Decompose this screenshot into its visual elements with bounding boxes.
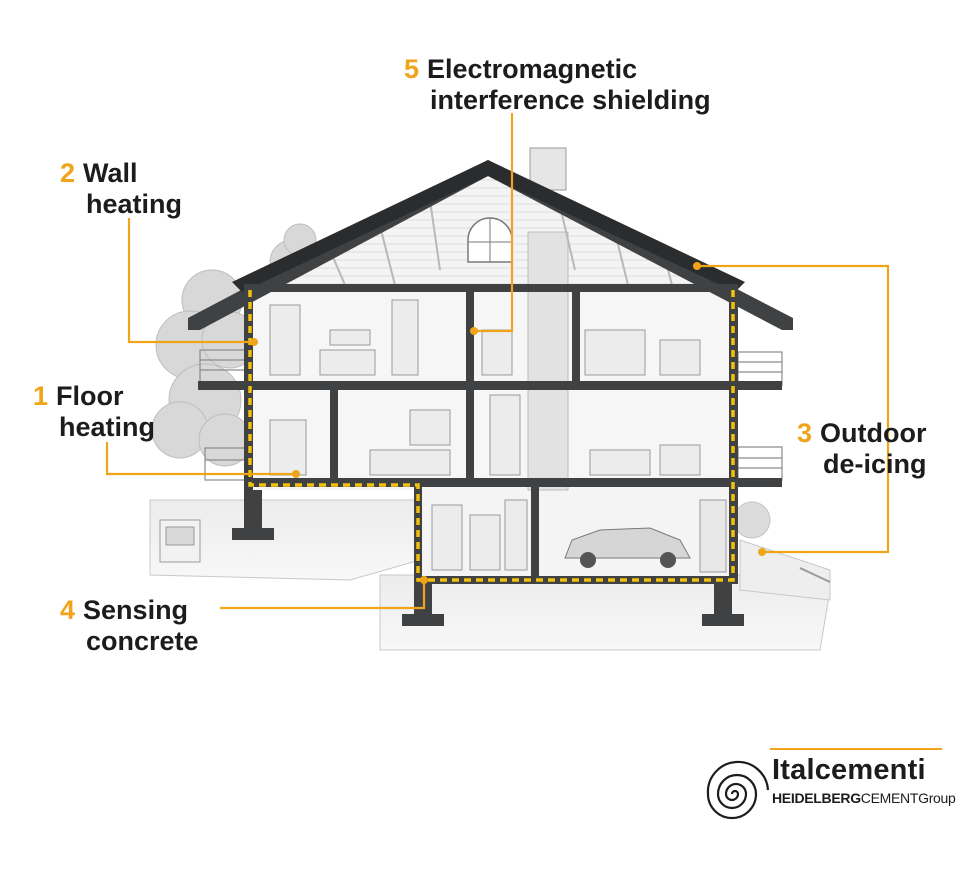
brand-group-bold: HEIDELBERG	[772, 790, 861, 806]
callout-label-line2: interference shielding	[430, 85, 711, 115]
brand-group-line: HEIDELBERGCEMENTGroup	[772, 790, 956, 806]
callout-label-line2: concrete	[86, 626, 199, 656]
furniture-sketches	[269, 299, 727, 573]
callout-number: 3	[797, 418, 813, 448]
heating-loop-dashed	[248, 290, 735, 582]
leader-lines	[105, 113, 890, 610]
brand-group-regular: CEMENT	[860, 790, 919, 806]
callout-number: 5	[404, 54, 420, 84]
callout-label-line1: Floor	[56, 381, 124, 411]
callout-label-line1: Wall	[83, 158, 138, 188]
leader-dots	[250, 262, 766, 584]
callout-number: 4	[60, 595, 76, 625]
brand-name: Italcementi	[772, 754, 926, 786]
tree-right	[733, 501, 771, 539]
callout-label-line1: Electromagnetic	[427, 54, 638, 84]
callout-label-line2: de-icing	[823, 449, 927, 479]
brand-accent-rule	[770, 748, 942, 750]
callout-label-line2: heating	[59, 412, 156, 442]
callout-label-line1: Outdoor	[820, 418, 927, 448]
callout-label-line1: Sensing	[83, 595, 189, 625]
callout-label-line2: heating	[86, 189, 183, 219]
brand-group-suffix: Group	[918, 790, 956, 806]
spiral-icon	[706, 760, 770, 820]
callout-number: 2	[60, 158, 76, 188]
callout-number: 1	[33, 381, 49, 411]
